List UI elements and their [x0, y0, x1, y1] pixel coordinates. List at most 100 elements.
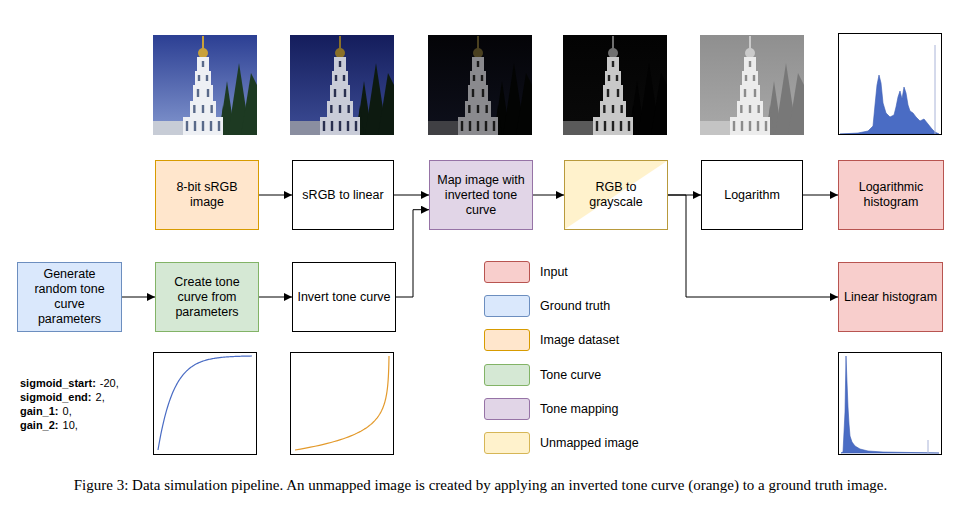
tower-window — [757, 105, 759, 113]
building — [428, 121, 458, 135]
tower-window — [620, 121, 622, 131]
legend-swatch — [484, 295, 530, 317]
tree — [516, 73, 532, 135]
legend-text: Image dataset — [540, 333, 619, 347]
tower-tier — [193, 85, 213, 101]
box-text: Logarithm — [720, 188, 784, 203]
tower-tier — [327, 101, 353, 117]
legend-entry: Image dataset — [484, 329, 619, 351]
tower-tier — [470, 71, 486, 85]
tower-window — [744, 89, 746, 97]
photo-thumbnail — [290, 35, 394, 135]
tower-window — [603, 105, 605, 113]
tower-window — [194, 121, 196, 131]
tree — [241, 73, 257, 135]
tower-window — [485, 121, 487, 131]
inverted-curve — [295, 356, 389, 450]
tower-tier — [468, 85, 488, 101]
tower-window — [493, 121, 495, 131]
building — [700, 121, 730, 135]
plot-frame — [839, 34, 942, 135]
tower-window — [339, 121, 341, 131]
box-text: Logarithmic histogram — [839, 180, 943, 210]
arrow-connector — [396, 210, 429, 297]
tower-window — [323, 121, 325, 131]
tower-tier — [605, 71, 621, 85]
box-text: 8-bit sRGB image — [156, 180, 258, 210]
tower-window — [343, 75, 345, 81]
dome — [745, 48, 755, 58]
dome — [335, 48, 345, 58]
tower-window — [477, 121, 479, 131]
tower-window — [202, 121, 204, 131]
tower-window — [202, 105, 204, 113]
tree — [378, 73, 394, 135]
parameter-value: 0, — [63, 405, 72, 417]
tower-tier — [742, 71, 758, 85]
arrow-connector — [803, 195, 838, 196]
legend-swatch — [484, 329, 530, 351]
plot-frame — [291, 353, 394, 455]
parameter-name: sigmoid_start: — [20, 377, 96, 389]
arrow-connector — [533, 195, 564, 196]
photo-thumbnail — [153, 35, 257, 135]
tower-window — [186, 121, 188, 131]
tower-window — [330, 105, 332, 113]
tower-window — [355, 121, 357, 131]
sky — [290, 35, 394, 135]
tower-window — [207, 89, 209, 97]
parameter-value: -20, — [100, 377, 119, 389]
box-text: Generate random tone curve parameters — [18, 267, 121, 327]
tower-tier — [603, 85, 623, 101]
tower-window — [604, 121, 606, 131]
dome — [608, 48, 618, 58]
tower-window — [197, 89, 199, 97]
tower-window — [468, 105, 470, 113]
plot-frame — [154, 353, 257, 455]
process-box: sRGB to linear — [292, 160, 394, 230]
tower-tier — [593, 117, 633, 135]
histogram-thumbnail — [839, 34, 942, 135]
tower-tier — [607, 57, 619, 71]
sky — [700, 35, 804, 135]
legend-entry: Input — [484, 261, 568, 283]
parameter-name: sigmoid_end: — [20, 391, 92, 403]
arrow-connector — [394, 195, 429, 196]
sky — [563, 35, 667, 135]
tower-tier — [737, 101, 763, 117]
tower-window — [339, 105, 341, 113]
tower-window — [461, 121, 463, 131]
histogram-spike — [928, 440, 929, 453]
tower-window — [607, 89, 609, 97]
parameter-line: gain_2: 10, — [20, 418, 78, 432]
tower-window — [620, 105, 622, 113]
tower-window — [745, 75, 747, 81]
parameter-value: 10, — [63, 419, 78, 431]
tower-tier — [195, 71, 211, 85]
tower-window — [740, 105, 742, 113]
tower-window — [485, 105, 487, 113]
tower-window — [749, 61, 751, 67]
legend-swatch — [484, 432, 530, 454]
tower-window — [765, 121, 767, 131]
parameter-name: gain_2: — [20, 419, 59, 431]
box-text: Invert tone curve — [293, 290, 394, 305]
legend-text: Ground truth — [540, 299, 610, 313]
arrow-connector — [259, 195, 292, 196]
tower-window — [616, 75, 618, 81]
plot-frame — [839, 353, 942, 455]
tower-window — [344, 89, 346, 97]
parameter-line: sigmoid_end:2, — [20, 390, 105, 404]
tower-window — [481, 75, 483, 81]
legend-text: Tone mapping — [540, 402, 619, 416]
spire — [477, 36, 479, 50]
tower-window — [331, 121, 333, 131]
dome — [198, 48, 208, 58]
tree — [788, 73, 804, 135]
tower-window — [347, 121, 349, 131]
tower-tier — [740, 85, 760, 101]
tower-window — [608, 75, 610, 81]
box-text: Linear histogram — [840, 290, 941, 305]
